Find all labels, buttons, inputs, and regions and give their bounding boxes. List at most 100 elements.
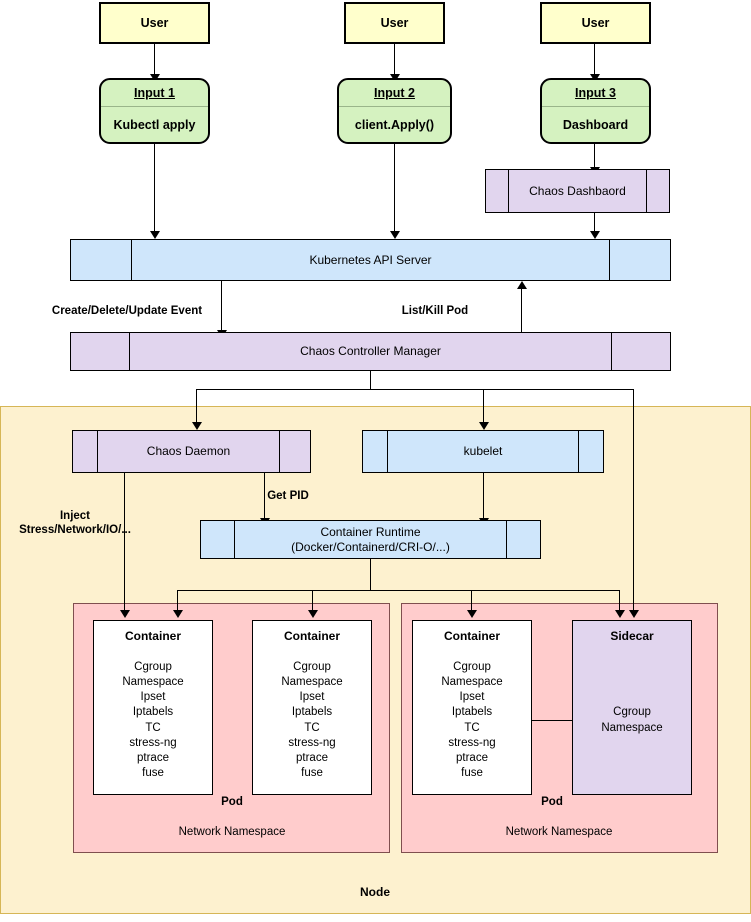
arrowhead-input2-apiserver	[390, 231, 400, 239]
capability-item: ptrace	[296, 751, 328, 764]
container-runtime-box[interactable]: Container Runtime (Docker/Containerd/CRI…	[200, 520, 541, 559]
capability-item: Ipset	[299, 691, 325, 704]
edge-input2-apiserver	[394, 144, 396, 233]
edge-controller-chaosdaemon	[196, 389, 198, 425]
sidecar-title: Sidecar	[610, 629, 654, 643]
controller-manager-left-cap	[71, 333, 130, 370]
kubernetes-api-server-box[interactable]: Kubernetes API Server	[70, 239, 671, 281]
edge-kubelet-runtime	[483, 473, 485, 521]
chaos-daemon-box[interactable]: Chaos Daemon	[72, 430, 311, 473]
network-namespace-label-1: Network Namespace	[178, 826, 286, 838]
edge-apiserver-controller	[221, 281, 223, 332]
capability-item: Iptabels	[132, 706, 174, 719]
capability-item: ptrace	[137, 751, 169, 764]
arrowhead-runtime-container2	[308, 610, 318, 618]
container-3-capabilities: Cgroup Namespace Ipset Iptabels TC stres…	[413, 647, 531, 794]
container-box-2[interactable]: Container Cgroup Namespace Ipset Iptabel…	[252, 620, 372, 795]
sidecar-box[interactable]: Sidecar Cgroup Namespace	[572, 620, 692, 795]
controller-manager-right-cap	[611, 333, 670, 370]
container-3-title: Container	[443, 629, 500, 643]
container-1-capabilities: Cgroup Namespace Ipset Iptabels TC stres…	[94, 647, 212, 794]
api-server-left-cap	[71, 240, 132, 280]
container-runtime-right-cap	[506, 521, 540, 558]
kubelet-label: kubelet	[463, 444, 503, 458]
input-box-2[interactable]: Input 2 client.Apply()	[337, 78, 452, 144]
edge-user3-input3	[594, 44, 596, 76]
input-3-title: Input 3	[542, 80, 649, 107]
edge-runtime-container2	[312, 590, 314, 613]
edge-runtime-sidecar	[619, 590, 621, 613]
network-namespace-label-2: Network Namespace	[505, 826, 613, 838]
edge-controller-bus	[196, 389, 634, 391]
capability-item: Ipset	[140, 691, 166, 704]
edge-dashboard-apiserver	[594, 213, 596, 233]
chaos-dashboard-box[interactable]: Chaos Dashbaord	[485, 169, 670, 213]
capability-item: stress-ng	[288, 736, 336, 749]
input-box-1[interactable]: Input 1 Kubectl apply	[99, 78, 210, 144]
capability-item: fuse	[301, 767, 323, 780]
container-runtime-label: Container Runtime (Docker/Containerd/CRI…	[235, 521, 506, 558]
edge-sidecar-container	[529, 720, 574, 722]
chaos-dashboard-right-cap	[646, 170, 669, 212]
input-3-body: Dashboard	[562, 117, 629, 132]
edge-controller-sidecar	[633, 389, 635, 613]
arrowhead-runtime-container3	[467, 610, 477, 618]
container-1-title: Container	[124, 629, 181, 643]
user-label-1: User	[140, 16, 169, 30]
capability-item: Namespace	[281, 675, 343, 688]
edge-runtime-container1	[177, 590, 179, 613]
edge-chaosdaemon-runtime	[264, 473, 266, 521]
edge-runtime-bus-stem	[370, 559, 372, 590]
edge-runtime-container3	[471, 590, 473, 613]
capability-item: stress-ng	[448, 736, 496, 749]
arrowhead-chaosdaemon-container1	[120, 610, 130, 618]
kubelet-right-cap	[578, 431, 603, 472]
capability-item: TC	[464, 721, 480, 734]
chaos-daemon-label: Chaos Daemon	[146, 444, 231, 458]
user-label-3: User	[581, 16, 610, 30]
edge-controller-bus-stem	[370, 370, 372, 389]
capability-item: Namespace	[122, 675, 184, 688]
capability-item: Iptabels	[291, 706, 333, 719]
capability-item: Cgroup	[453, 660, 491, 673]
container-runtime-line1: Container Runtime	[320, 524, 421, 539]
capability-item: Namespace	[601, 721, 663, 734]
arrowhead-dashboard-apiserver	[590, 231, 600, 239]
input-2-body: client.Apply()	[354, 117, 435, 132]
container-runtime-left-cap	[201, 521, 235, 558]
capability-item: TC	[304, 721, 320, 734]
edge-chaosdaemon-container1	[124, 473, 126, 613]
kubelet-box[interactable]: kubelet	[362, 430, 604, 473]
capability-item: Cgroup	[613, 706, 651, 719]
container-box-3[interactable]: Container Cgroup Namespace Ipset Iptabel…	[412, 620, 532, 795]
capability-item: ptrace	[456, 751, 488, 764]
capability-item: fuse	[461, 767, 483, 780]
user-box-2[interactable]: User	[344, 2, 445, 44]
container-2-capabilities: Cgroup Namespace Ipset Iptabels TC stres…	[253, 647, 371, 794]
controller-manager-label: Chaos Controller Manager	[300, 344, 441, 358]
user-box-3[interactable]: User	[540, 2, 651, 44]
arrowhead-controller-chaosdaemon	[192, 422, 202, 430]
user-box-1[interactable]: User	[99, 2, 210, 44]
edge-controller-apiserver	[521, 288, 523, 332]
edge-input1-apiserver	[154, 144, 156, 233]
container-box-1[interactable]: Container Cgroup Namespace Ipset Iptabel…	[93, 620, 213, 795]
chaos-dashboard-left-cap	[486, 170, 509, 212]
edge-label-create-delete-update: Create/Delete/Update Event	[51, 305, 203, 317]
edge-runtime-bus	[177, 590, 620, 592]
user-label-2: User	[380, 16, 409, 30]
input-1-title: Input 1	[101, 80, 208, 107]
arrowhead-controller-apiserver	[517, 281, 527, 289]
edge-label-inject-line1: Inject	[59, 510, 91, 522]
edge-label-inject-line2: Stress/Network/IO/...	[19, 524, 131, 536]
sidecar-capabilities: Cgroup Namespace	[573, 647, 691, 794]
chaos-daemon-left-cap	[73, 431, 98, 472]
edge-user1-input1	[154, 44, 156, 76]
arrowhead-controller-sidecar	[629, 610, 639, 618]
input-box-3[interactable]: Input 3 Dashboard	[540, 78, 651, 144]
input-2-title: Input 2	[339, 80, 450, 107]
chaos-dashboard-label: Chaos Dashbaord	[529, 183, 626, 198]
chaos-controller-manager-box[interactable]: Chaos Controller Manager	[70, 332, 671, 371]
capability-item: Namespace	[441, 675, 503, 688]
